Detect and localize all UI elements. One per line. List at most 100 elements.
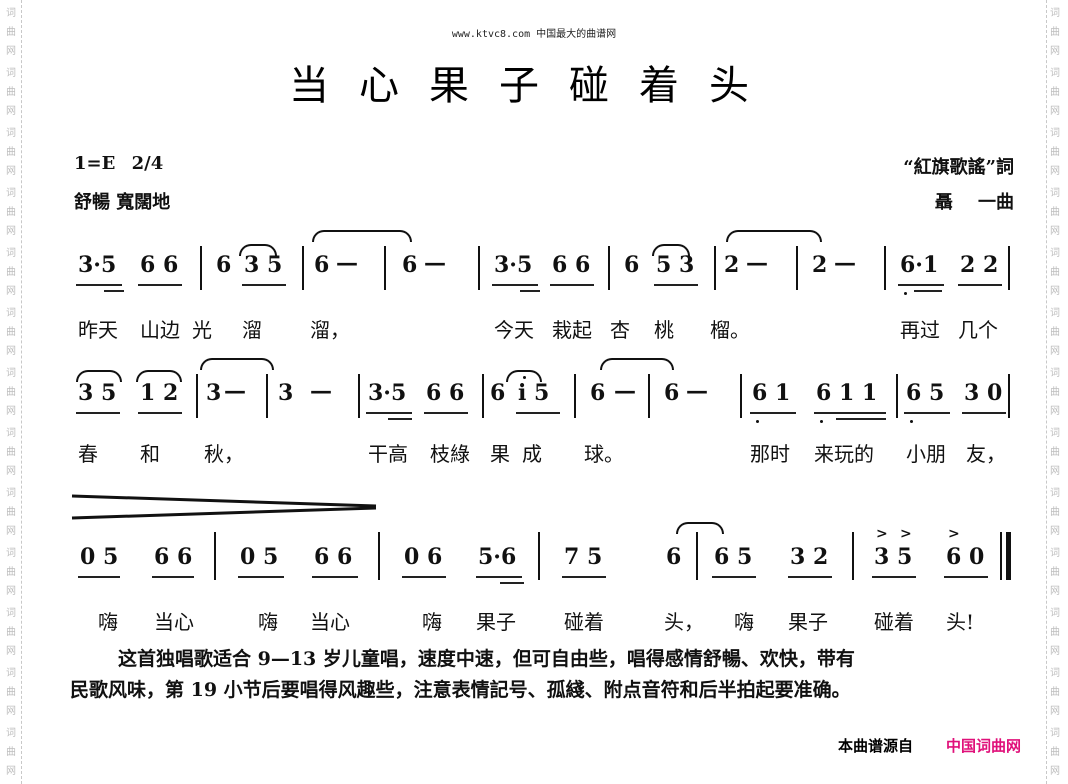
bar-line xyxy=(358,374,360,418)
lyric: 再过 xyxy=(900,318,940,342)
bar-line xyxy=(478,246,480,290)
note-group: 6 1 1 xyxy=(816,380,878,406)
composer-credit: 聶 一曲 xyxy=(934,192,1014,213)
watermark-char: 词 xyxy=(6,188,16,199)
lyric: 枝綠 xyxy=(430,442,470,466)
watermark-char: 网 xyxy=(6,166,16,177)
note: 3 xyxy=(206,380,222,406)
note-group: 1 2 xyxy=(140,380,179,406)
lyric: 嗨 xyxy=(734,610,754,634)
lyric: 秋， xyxy=(204,442,244,466)
watermark-char: 网 xyxy=(1050,226,1060,237)
watermark-char: 词 xyxy=(1050,488,1060,499)
dash: — xyxy=(834,250,856,276)
lyric: 当心 xyxy=(154,610,194,634)
watermark-char: 词 xyxy=(1050,368,1060,379)
decrescendo-hairpin xyxy=(71,494,377,520)
lyric: 今天 xyxy=(494,318,534,342)
lyric: 友， xyxy=(966,442,1006,466)
watermark-char: 词 xyxy=(6,608,16,619)
accent-mark: > xyxy=(948,526,960,542)
lyric: 栽起 xyxy=(552,318,592,342)
note-group: 6·1 xyxy=(900,252,939,278)
watermark-char: 曲 xyxy=(1050,207,1060,218)
note: 6 xyxy=(314,252,330,278)
bar-line xyxy=(200,246,202,290)
note-group: 3·5 xyxy=(494,252,533,278)
final-bar-thick xyxy=(1006,532,1011,580)
lyric: 果子 xyxy=(788,610,828,634)
watermark-char: 网 xyxy=(6,106,16,117)
watermark-char: 网 xyxy=(6,286,16,297)
bar-line xyxy=(714,246,716,290)
watermark-char: 词 xyxy=(1050,548,1060,559)
watermark-char: 词 xyxy=(6,668,16,679)
watermark-char: 网 xyxy=(6,466,16,477)
note: 6 xyxy=(624,252,640,278)
lyric: 溜 xyxy=(242,318,262,342)
watermark-char: 网 xyxy=(6,226,16,237)
watermark-char: 曲 xyxy=(6,327,16,338)
left-margin-divider xyxy=(21,0,22,784)
watermark-char: 曲 xyxy=(1050,387,1060,398)
note-group: 7 5 xyxy=(564,544,603,570)
watermark-char: 词 xyxy=(1050,68,1060,79)
note-group: 0 6 xyxy=(404,544,443,570)
tie xyxy=(676,522,724,534)
source-site-link[interactable]: 中国词曲网 xyxy=(946,737,1022,755)
dash: — xyxy=(224,378,246,404)
note: 6 xyxy=(666,544,682,570)
time-signature: 2/4 xyxy=(131,153,164,174)
watermark-char: 词 xyxy=(1050,608,1060,619)
watermark-char: 网 xyxy=(1050,106,1060,117)
lyric: 当心 xyxy=(310,610,350,634)
note-group: 6 6 xyxy=(426,380,465,406)
note: 6 xyxy=(216,252,232,278)
tie xyxy=(312,230,412,242)
bar-line xyxy=(1008,246,1010,290)
watermark-char: 网 xyxy=(1050,46,1060,57)
lyric: 桃 xyxy=(654,318,674,342)
watermark-char: 网 xyxy=(6,526,16,537)
tie xyxy=(600,358,674,370)
watermark-char: 词 xyxy=(6,308,16,319)
dash: — xyxy=(424,250,446,276)
right-watermark-column: 词曲网词曲网词曲网词曲网词曲网词曲网词曲网词曲网词曲网词曲网词曲网词曲网词曲网 xyxy=(1046,0,1066,784)
bar-line xyxy=(574,374,576,418)
watermark-char: 曲 xyxy=(6,267,16,278)
left-watermark-column: 词曲网词曲网词曲网词曲网词曲网词曲网词曲网词曲网词曲网词曲网词曲网词曲网词曲网 xyxy=(2,0,22,784)
lyric: 榴。 xyxy=(710,318,750,342)
bar-line xyxy=(884,246,886,290)
watermark-char: 词 xyxy=(6,68,16,79)
bar-line xyxy=(740,374,742,418)
watermark-char: 曲 xyxy=(1050,507,1060,518)
dash: — xyxy=(686,378,708,404)
note: 6 xyxy=(590,380,606,406)
key-signature: 1=E xyxy=(74,153,116,174)
lyric: 果子 xyxy=(476,610,516,634)
watermark-char: 曲 xyxy=(1050,87,1060,98)
accent-mark: > xyxy=(900,526,912,542)
watermark-char: 网 xyxy=(6,706,16,717)
watermark-char: 网 xyxy=(6,586,16,597)
note-group: 0 5 xyxy=(80,544,119,570)
watermark-char: 词 xyxy=(1050,728,1060,739)
lyric: 那时 xyxy=(750,442,790,466)
watermark-char: 曲 xyxy=(6,507,16,518)
watermark-char: 曲 xyxy=(6,747,16,758)
watermark-char: 网 xyxy=(1050,646,1060,657)
watermark-char: 网 xyxy=(1050,766,1060,777)
song-title: 当心果子碰着头 xyxy=(289,63,779,109)
watermark-char: 词 xyxy=(6,488,16,499)
watermark-char: 曲 xyxy=(6,627,16,638)
note-group: 6 6 xyxy=(140,252,179,278)
tie xyxy=(200,358,274,370)
watermark-char: 网 xyxy=(1050,706,1060,717)
lyricist-credit: “紅旗歌謠”詞 xyxy=(903,157,1014,178)
bar-line xyxy=(302,246,304,290)
bar-line xyxy=(696,532,698,580)
note-group: 3 5 xyxy=(244,252,283,278)
note: 2 xyxy=(812,252,828,278)
watermark-char: 词 xyxy=(1050,128,1060,139)
tie xyxy=(726,230,822,242)
